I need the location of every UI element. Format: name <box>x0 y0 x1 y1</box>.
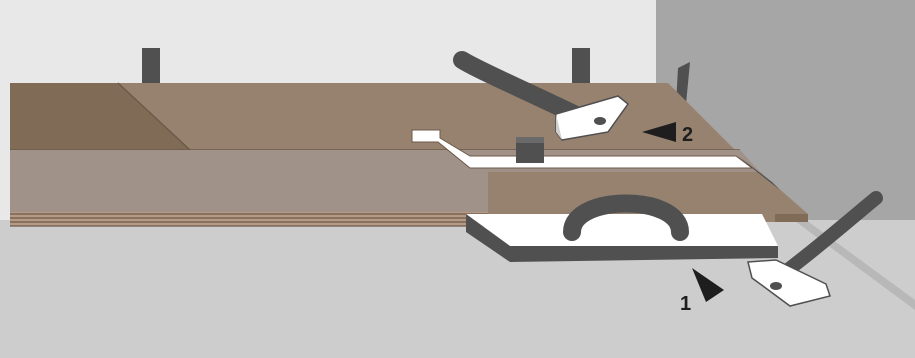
wall-spacer <box>676 62 690 104</box>
arrow-icon <box>642 122 676 142</box>
step-2-label: 2 <box>682 124 693 146</box>
plank-seam <box>117 82 191 151</box>
arrow-step-1: 1 <box>680 268 724 315</box>
tapping-block-icon <box>466 194 778 262</box>
arrow-step-2: 2 <box>642 122 693 146</box>
hammer-icon <box>453 51 630 141</box>
hammer-icon <box>747 191 883 307</box>
arrow-icon <box>692 268 724 302</box>
pull-bar-icon <box>411 129 780 190</box>
plank-dark-section <box>10 83 190 150</box>
new-plank-edge <box>775 214 808 222</box>
step-1-label: 1 <box>680 293 691 315</box>
wall-spacer <box>572 48 590 84</box>
wall-spacer <box>142 48 160 84</box>
